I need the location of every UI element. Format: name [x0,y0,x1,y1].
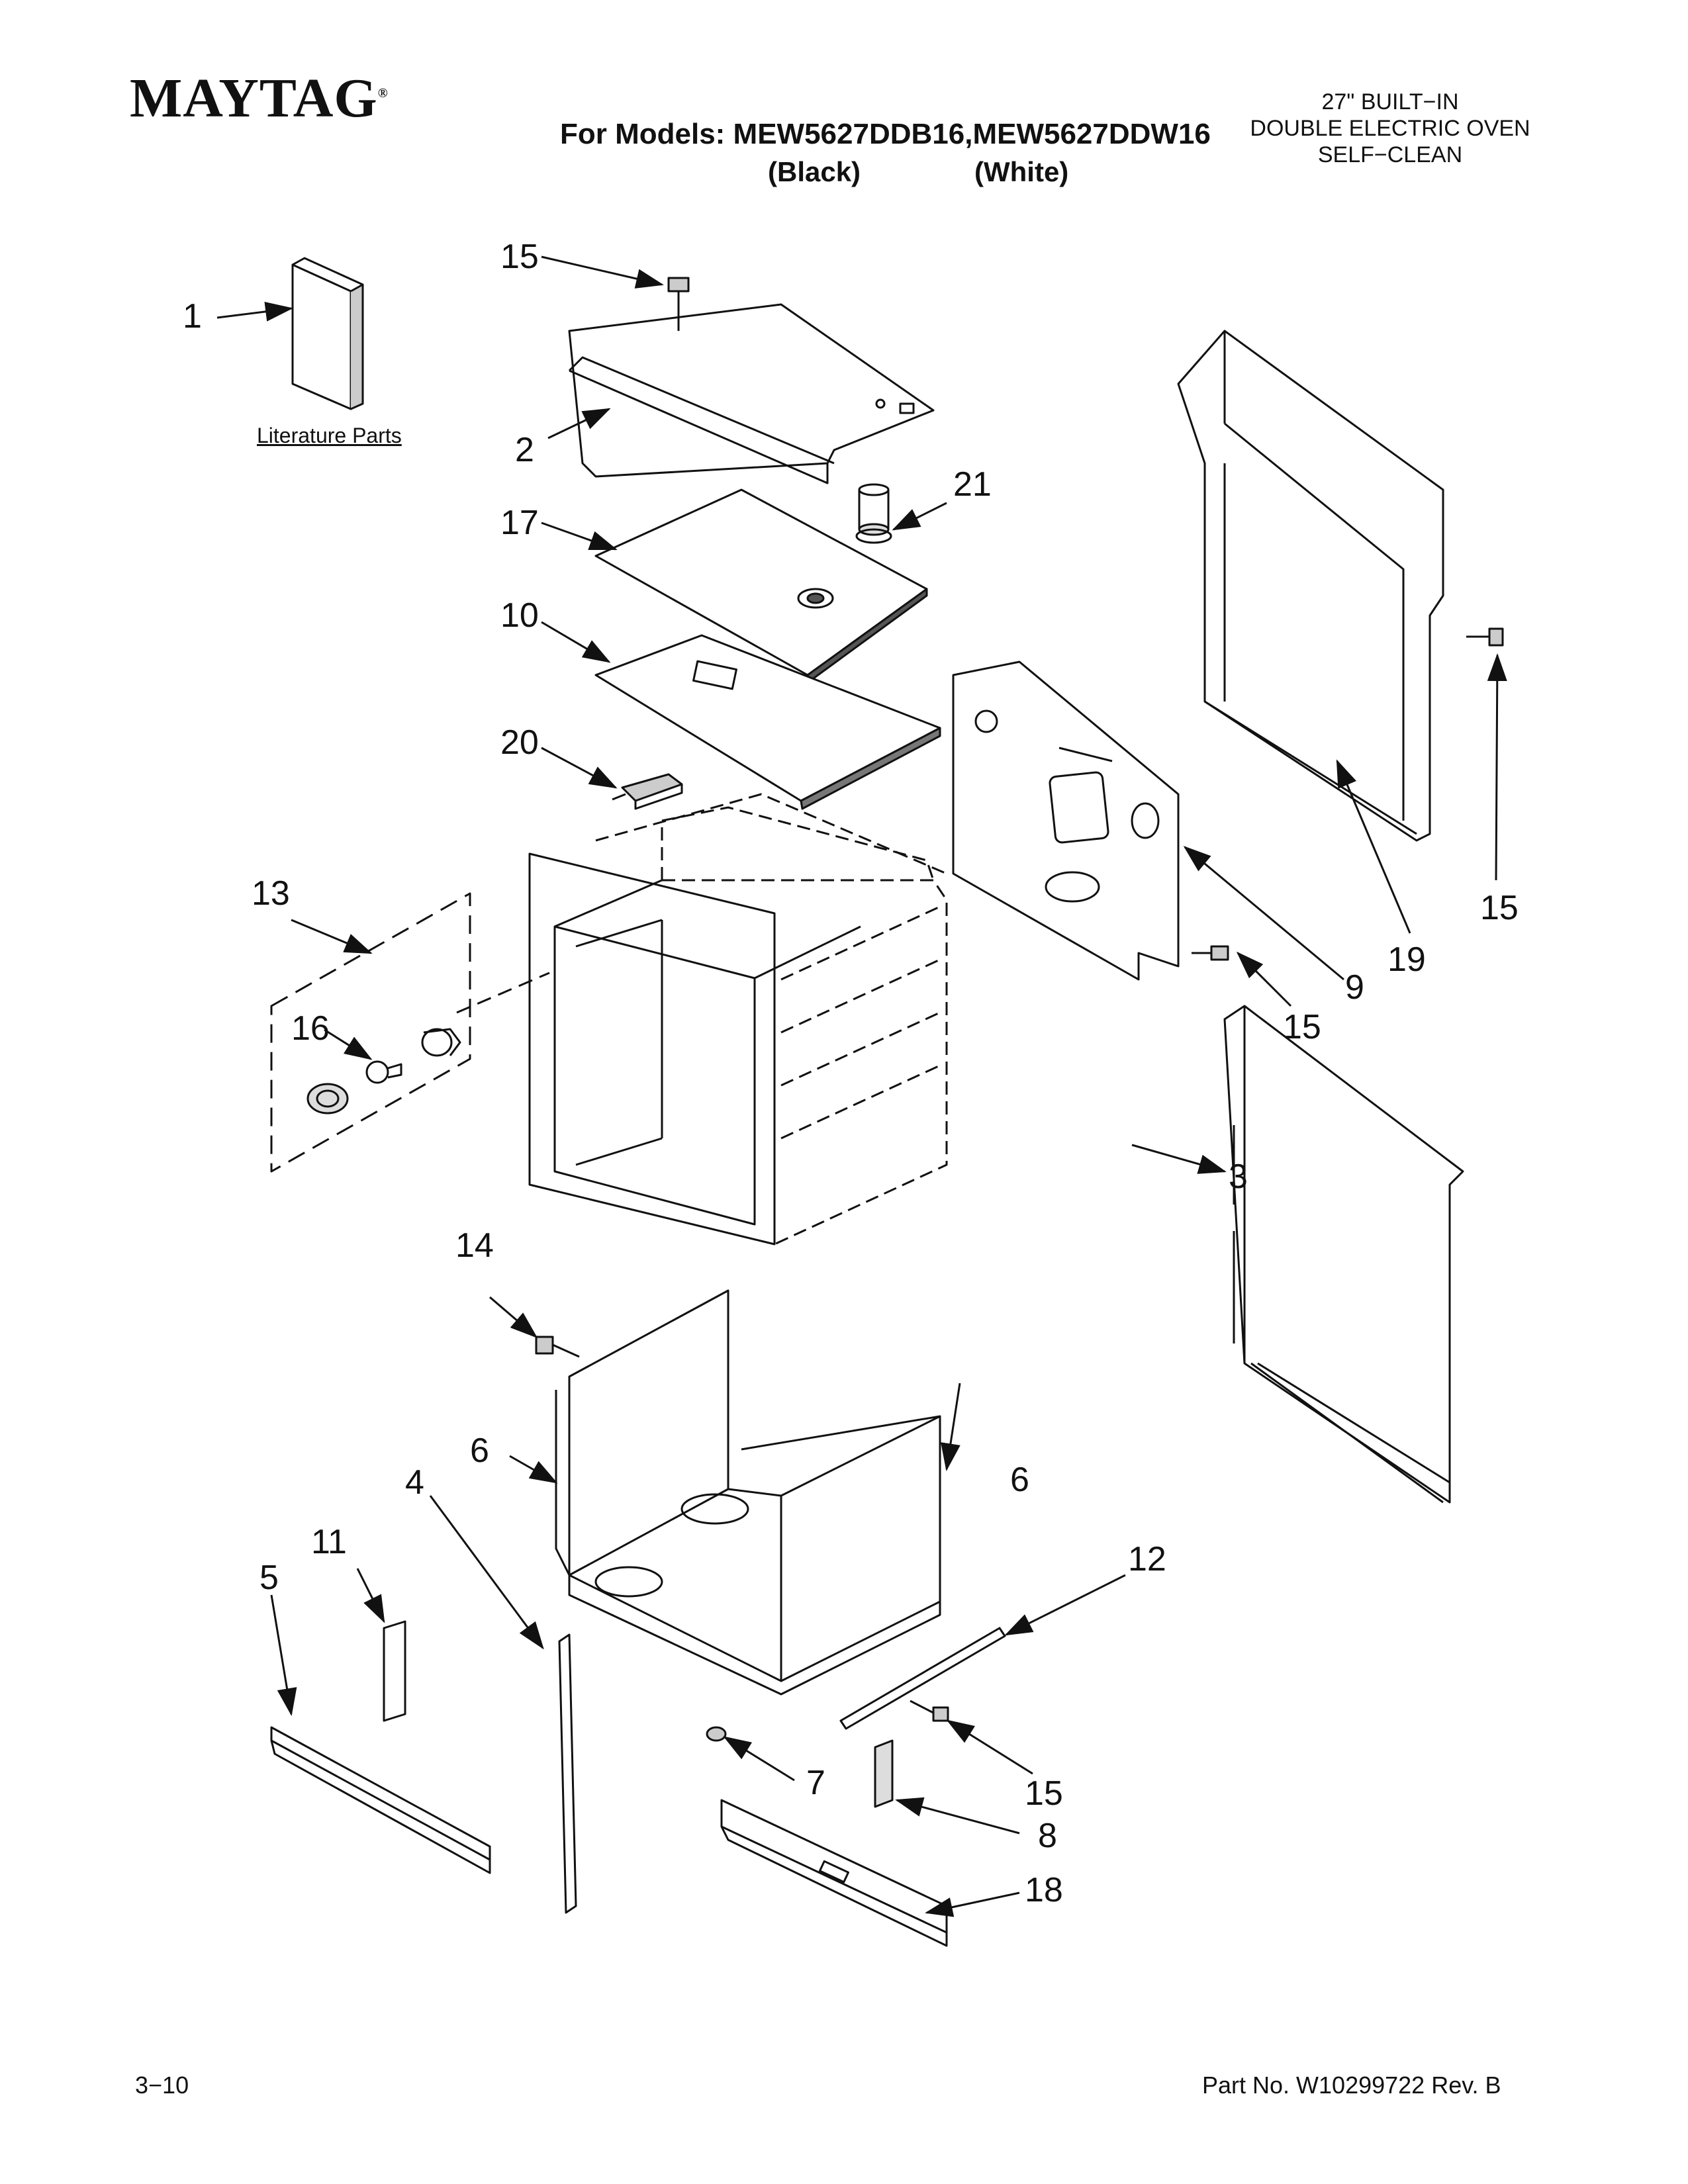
callout-6-right: 6 [1010,1461,1029,1499]
callout-6-left: 6 [470,1432,489,1470]
screw-15-top [667,277,690,331]
screw-14-base [535,1336,580,1358]
product-description: 27" BUILT−IN DOUBLE ELECTRIC OVEN SELF−C… [1218,89,1562,168]
callout-14: 14 [455,1226,494,1265]
bottom-bracket-part [720,1799,948,1947]
product-line-1: 27" BUILT−IN [1321,89,1459,114]
insulation-part [594,634,941,810]
callout-19: 19 [1387,940,1426,979]
top-panel-part [568,303,935,484]
callout-5: 5 [259,1559,279,1597]
color-black-label: (Black) [768,156,861,187]
callout-16: 16 [291,1009,330,1048]
part-number: Part No. W10299722 Rev. B [1202,2071,1501,2099]
callout-17: 17 [500,504,539,542]
callout-10: 10 [500,596,539,635]
light-assembly-box [270,892,550,1173]
callout-11: 11 [311,1523,347,1561]
callout-15-rear-panel: 15 [1283,1008,1321,1046]
product-line-2: DOUBLE ELECTRIC OVEN [1250,116,1530,141]
vertical-rail-part [558,1633,577,1914]
callout-7: 7 [806,1764,825,1802]
callout-3: 3 [1229,1158,1248,1196]
callout-8: 8 [1038,1817,1057,1855]
callout-4: 4 [405,1463,424,1502]
upper-shield-part [594,488,928,683]
angle-bracket-part [270,1726,491,1874]
hinge-receptacle-part [874,1739,894,1808]
side-panel-part [1223,1005,1464,1504]
screw-15-side-trim [1466,627,1504,647]
callout-9: 9 [1345,968,1364,1007]
brand-logo: MAYTAG® [130,68,389,129]
screw-15-rail [910,1700,949,1722]
rear-panel-part [952,660,1180,981]
product-line-3: SELF−CLEAN [1317,142,1463,167]
callout-18: 18 [1025,1871,1063,1909]
callout-15-top: 15 [500,238,539,276]
literature-booklet-part [291,257,364,410]
side-trim-part [1177,330,1444,842]
side-rail-part [839,1627,1006,1730]
screw-15-rear-panel [1192,945,1229,961]
callout-1: 1 [183,297,202,336]
lower-base-part [555,1289,941,1696]
switch-part [612,773,683,810]
grommet-part [706,1726,727,1742]
callout-2: 2 [515,431,534,469]
vent-tube-part [855,483,892,544]
callout-21: 21 [953,465,992,504]
callout-12: 12 [1128,1540,1166,1578]
callout-13: 13 [252,874,290,913]
callout-15-rail: 15 [1025,1774,1063,1813]
callout-15-side-trim: 15 [1480,889,1519,927]
models-label: For Models: MEW5627DDB16,MEW5627DDW16 [560,118,1211,150]
color-white-label: (White) [974,156,1069,187]
page-number: 3−10 [135,2071,189,2099]
literature-parts-label: Literature Parts [257,424,402,447]
callout-20: 20 [500,723,539,762]
small-plate-part [383,1620,406,1722]
oven-cavity-frame [528,793,948,1246]
